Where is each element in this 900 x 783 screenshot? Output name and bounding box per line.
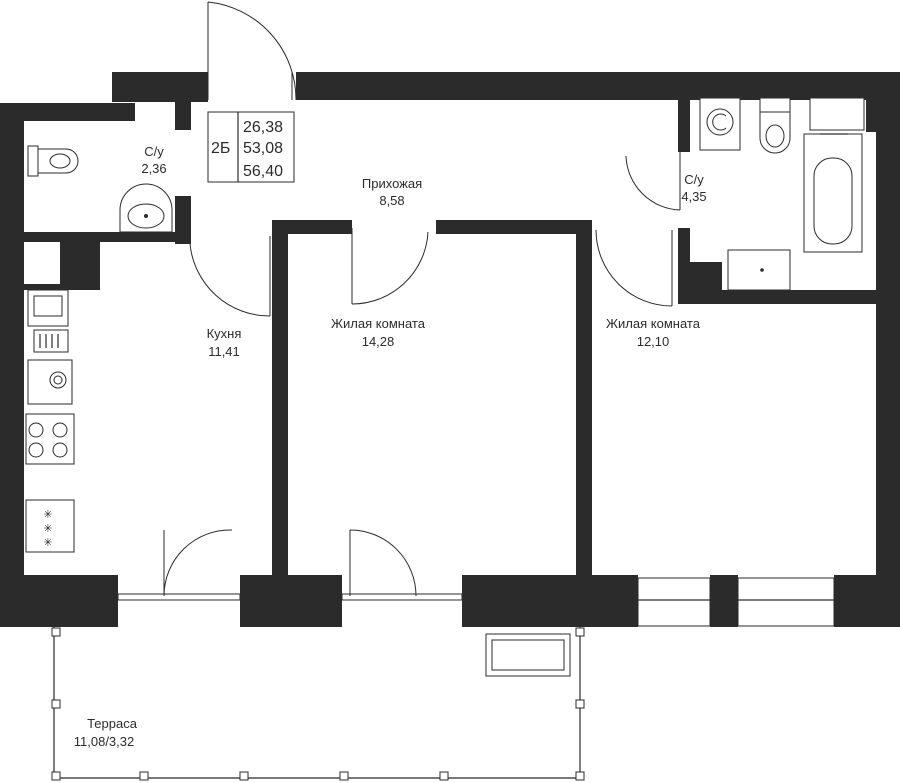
- sink-icon: [119, 183, 173, 233]
- walls: [0, 72, 900, 627]
- room-hallway-area: 8,58: [379, 193, 404, 208]
- terrace-outline: [51, 627, 585, 781]
- bathtub-icon: [803, 133, 863, 253]
- room-terrace-name: Терраса: [87, 716, 138, 731]
- room-hallway-name: Прихожая: [362, 176, 422, 191]
- windows: [117, 97, 865, 627]
- room-labels: С/у 2,36 Прихожая 8,58 С/у 4,35 Кухня 11…: [74, 144, 707, 749]
- room-terrace-area: 11,08/3,32: [74, 734, 134, 749]
- svg-text:✳: ✳: [43, 536, 52, 549]
- toilet-icon-right: [759, 97, 791, 154]
- room-living1-name: Жилая комната: [331, 316, 426, 331]
- toilet-icon: [27, 145, 79, 177]
- area-living: 26,38: [243, 119, 283, 136]
- doors: [163, 1, 681, 597]
- sink-icon-right: [727, 249, 791, 291]
- room-living1-area: 14,28: [362, 334, 395, 349]
- room-wc-left-area: 2,36: [141, 161, 166, 176]
- stove-icon: [25, 413, 75, 465]
- room-living2-name: Жилая комната: [606, 316, 701, 331]
- room-wc-right-name: С/у: [684, 172, 704, 187]
- oven-icon: ✳ ✳ ✳: [25, 499, 75, 553]
- apartment-type: 2Б: [211, 140, 230, 157]
- dishwasher-icon: [27, 359, 73, 405]
- apartment-info: 2Б 26,38 53,08 56,40: [207, 111, 295, 183]
- svg-text:✳: ✳: [43, 522, 52, 535]
- kitchen-sink-icon: [27, 289, 69, 353]
- room-wc-right-area: 4,35: [681, 189, 706, 204]
- svg-text:✳: ✳: [43, 508, 52, 521]
- area-total: 53,08: [243, 140, 283, 157]
- room-kitchen-area: 11,41: [208, 344, 240, 359]
- area-full: 56,40: [243, 163, 283, 180]
- room-wc-left-name: С/у: [144, 144, 164, 159]
- room-living2-area: 12,10: [637, 334, 670, 349]
- room-kitchen-name: Кухня: [207, 326, 242, 341]
- washing-machine-icon: [699, 97, 741, 151]
